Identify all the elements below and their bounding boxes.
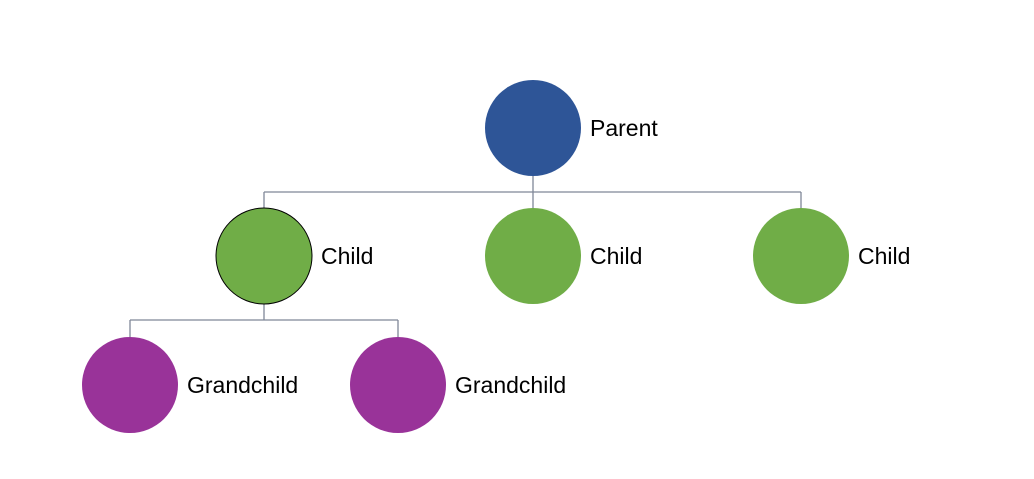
- node-parent[interactable]: Parent: [485, 80, 658, 176]
- node-grandchild-1[interactable]: Grandchild: [82, 337, 298, 433]
- grandchild-2-label: Grandchild: [455, 372, 566, 398]
- child-2-circle: [485, 208, 581, 304]
- child-1-circle: [215, 207, 313, 305]
- child-2-label: Child: [590, 243, 642, 269]
- parent-label: Parent: [590, 115, 658, 141]
- child-1-label: Child: [321, 243, 373, 269]
- grandchild-1-circle: [82, 337, 178, 433]
- connectors-child-grandchildren: [129, 304, 399, 337]
- node-grandchild-2[interactable]: Grandchild: [350, 337, 566, 433]
- child-3-circle: [753, 208, 849, 304]
- parent-circle: [485, 80, 581, 176]
- connectors-parent-children: [263, 176, 802, 208]
- grandchild-1-label: Grandchild: [187, 372, 298, 398]
- node-child-2[interactable]: Child: [485, 208, 642, 304]
- node-child-1[interactable]: Child: [215, 207, 373, 305]
- node-child-3[interactable]: Child: [753, 208, 910, 304]
- child-3-label: Child: [858, 243, 910, 269]
- grandchild-2-circle: [350, 337, 446, 433]
